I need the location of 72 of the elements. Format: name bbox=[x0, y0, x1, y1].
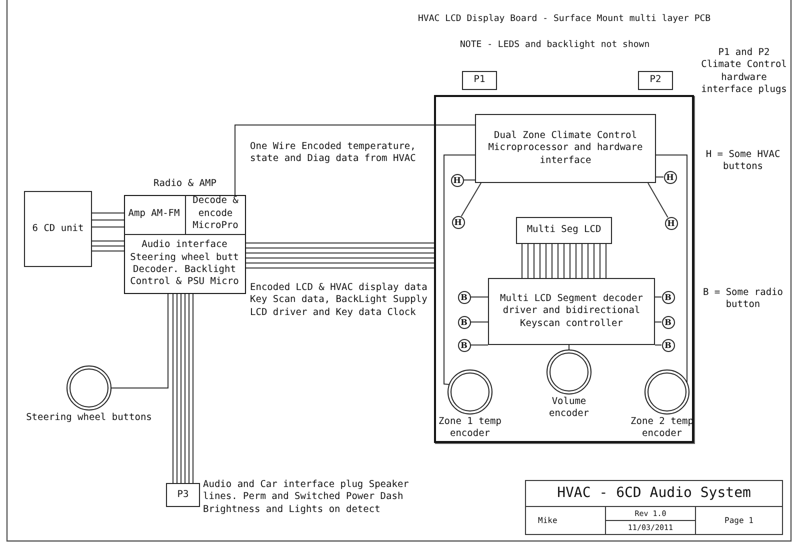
wire-bus bbox=[92, 212, 124, 228]
encoder-label: Steering wheel buttons bbox=[25, 412, 153, 424]
button-symbol bbox=[450, 174, 464, 186]
node-label: Multi Seg LCD bbox=[526, 224, 602, 237]
node-label: P1 bbox=[474, 74, 486, 87]
node-label: Amp AM-FM bbox=[128, 208, 180, 220]
wire-bus bbox=[92, 240, 124, 252]
button-symbol bbox=[664, 170, 676, 184]
node-label: P3 bbox=[177, 488, 189, 502]
amp-section bbox=[124, 194, 186, 234]
button-symbol bbox=[664, 216, 678, 230]
wire bbox=[654, 296, 662, 298]
decoder-box bbox=[488, 278, 655, 345]
button-letter: B bbox=[664, 293, 672, 301]
wire bbox=[110, 294, 168, 388]
button-letter: H bbox=[666, 173, 674, 181]
codec-section bbox=[186, 194, 246, 234]
button-letter: B bbox=[460, 318, 468, 326]
button-letter: H bbox=[667, 219, 675, 227]
wire bbox=[234, 124, 476, 196]
node-heading: Radio & AMP bbox=[152, 178, 218, 190]
wire-bus bbox=[172, 294, 194, 484]
circuit-board bbox=[434, 95, 694, 443]
legend-note: H = Some HVAC buttons bbox=[704, 149, 782, 174]
connector-box bbox=[462, 71, 497, 90]
wire bbox=[648, 182, 668, 218]
edge-label: One Wire Encoded temperature, state and Diag data from HVAC bbox=[250, 141, 417, 166]
wire bbox=[656, 154, 688, 385]
connector-note: Audio and Car interface plug Speaker lines. Perm and Switched Power Dash Brightness and Lights on detect bbox=[203, 479, 410, 516]
button-letter: B bbox=[460, 293, 468, 301]
wire bbox=[654, 344, 662, 346]
page-number: Page 1 bbox=[695, 506, 783, 535]
encoder-label: Volume encoder bbox=[548, 396, 590, 419]
processor-box bbox=[475, 114, 656, 183]
button-symbol bbox=[662, 316, 674, 328]
note-text: NOTE - LEDS and backlight not shown bbox=[460, 40, 650, 52]
wire bbox=[568, 344, 570, 350]
wire-bus bbox=[522, 244, 606, 278]
button-letter: B bbox=[460, 341, 468, 349]
button-letter: B bbox=[664, 318, 672, 326]
node-label: Dual Zone Climate Control Microprocessor and hardware interface bbox=[487, 130, 644, 168]
node-label: Decode & encode MicroPro bbox=[192, 195, 240, 233]
wire bbox=[470, 344, 488, 346]
board-title: HVAC LCD Display Board - Surface Mount multi layer PCB bbox=[418, 14, 711, 26]
wire-bus bbox=[246, 242, 434, 268]
button-symbol bbox=[458, 290, 470, 304]
lcd-box bbox=[516, 217, 612, 244]
button-symbol bbox=[662, 338, 674, 352]
unit-box bbox=[24, 191, 92, 267]
encoder-label: Zone 1 temp encoder bbox=[438, 416, 502, 439]
button-symbol bbox=[458, 338, 470, 352]
plug-note: P1 and P2 Climate Control hardware interface plugs bbox=[700, 47, 788, 96]
button-letter: B bbox=[664, 341, 672, 349]
node-label: P2 bbox=[650, 74, 662, 87]
wire bbox=[470, 296, 488, 298]
button-symbol bbox=[452, 216, 464, 228]
author-name: Mike bbox=[525, 506, 606, 535]
node-label: Multi LCD Segment decoder driver and bidirectional Keyscan controller bbox=[499, 292, 644, 330]
button-symbol bbox=[458, 316, 470, 328]
wire bbox=[444, 154, 476, 385]
node-label: Audio interface Steering wheel butt Decoder. Backlight Control & PSU Micro bbox=[129, 239, 240, 289]
connector-box bbox=[166, 483, 200, 507]
button-letter: H bbox=[453, 176, 461, 184]
node-label: 6 CD unit bbox=[32, 222, 84, 236]
connector-box bbox=[638, 71, 673, 90]
wire bbox=[656, 176, 664, 178]
wire bbox=[460, 182, 482, 217]
button-letter: H bbox=[454, 218, 462, 226]
edge-label: Encoded LCD & HVAC display data Key Scan data, BackLight Supply LCD driver and Key data Clock bbox=[250, 282, 428, 320]
drawing-title: HVAC - 6CD Audio System bbox=[525, 480, 783, 507]
legend-note: B = Some radio button bbox=[702, 287, 784, 312]
button-symbol bbox=[662, 290, 674, 304]
